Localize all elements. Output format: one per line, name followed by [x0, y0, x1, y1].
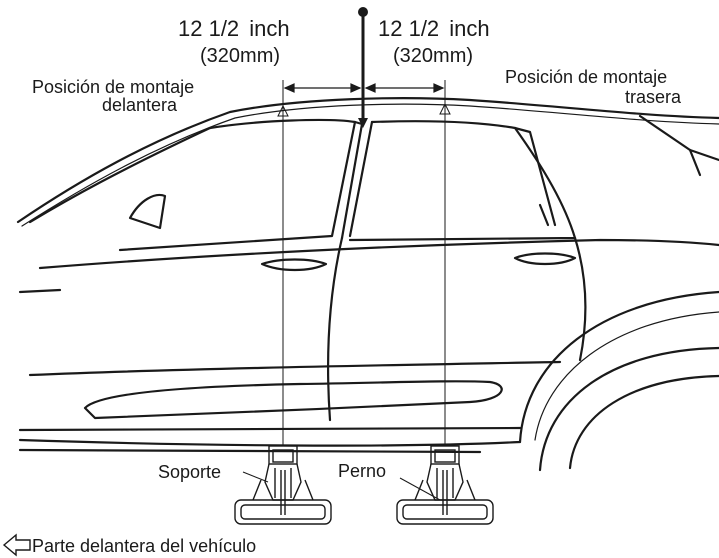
bolt-leader — [399, 477, 441, 501]
bracket-leader — [242, 471, 269, 483]
center-marker — [358, 7, 368, 128]
rear-door-handle — [513, 252, 577, 266]
dimension-arrows — [283, 83, 445, 93]
rear-mount-triangle — [439, 102, 451, 115]
bolt-label: Perno — [338, 461, 386, 481]
rear-mount-label-line1: Posición de montaje — [505, 67, 667, 87]
bracket-label: Soporte — [158, 462, 221, 482]
front-mount-label-line1: Posición de montaje — [32, 77, 194, 97]
vehicle-front-label: Parte delantera del vehículo — [32, 536, 256, 556]
left-dimension-value: 12 1/2 inch — [178, 16, 290, 41]
left-dimension-metric: (320mm) — [200, 45, 280, 67]
body-side-molding — [83, 380, 503, 420]
car-outline — [16, 97, 719, 472]
front-door-handle — [260, 258, 328, 272]
right-dimension-metric: (320mm) — [393, 45, 473, 67]
front-mount-label-line2: delantera — [102, 95, 178, 115]
rear-bracket — [396, 445, 494, 525]
rear-wheel — [538, 346, 719, 472]
rear-mount-label-line2: trasera — [625, 87, 682, 107]
right-dimension-value: 12 1/2 inch — [378, 16, 490, 41]
front-bracket — [234, 445, 332, 525]
front-mount-triangle — [277, 104, 289, 117]
side-mirror — [128, 193, 167, 230]
arrow-left-outline-icon — [2, 533, 31, 557]
